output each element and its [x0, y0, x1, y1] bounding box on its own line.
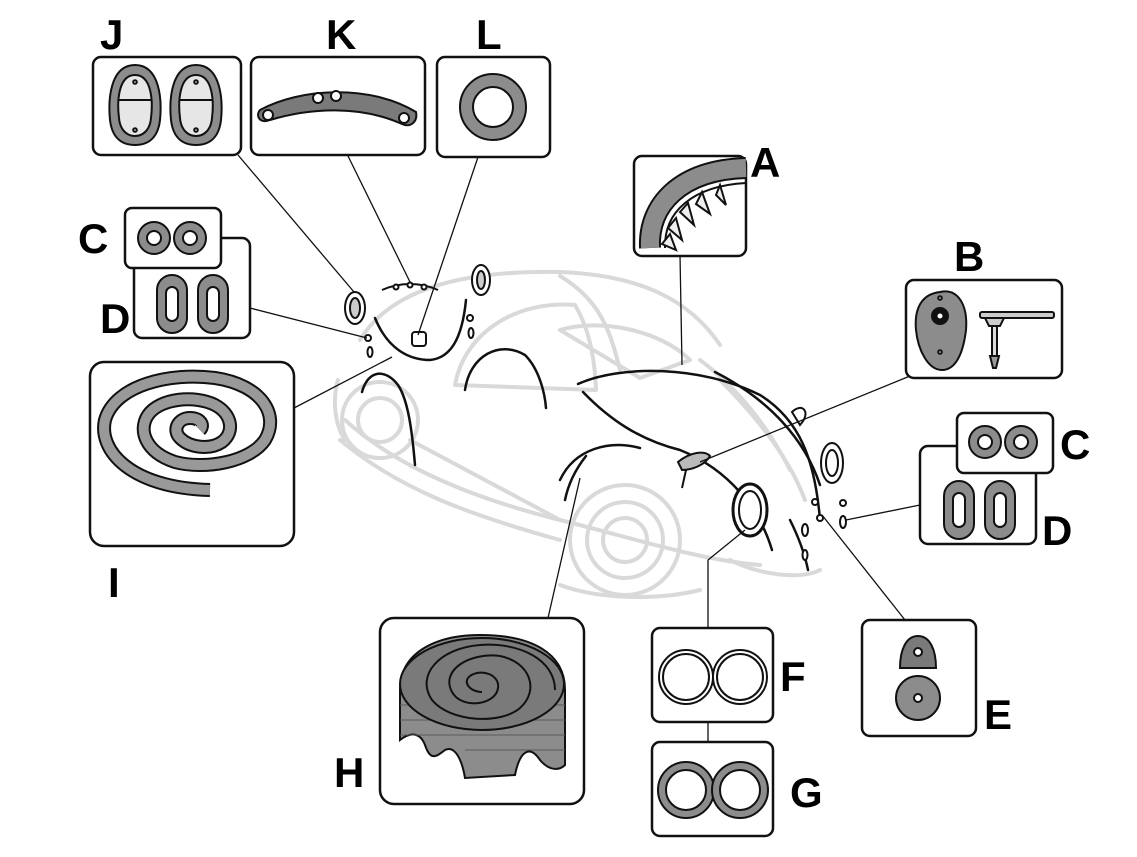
- label-a: A: [750, 139, 781, 186]
- on-car-parts: [344, 264, 847, 561]
- label-f: F: [780, 653, 806, 700]
- label-l: L: [476, 11, 502, 58]
- part-a-fender-bead: [638, 157, 747, 252]
- rear-left-fender-arch: [360, 372, 417, 467]
- part-i-rolled-strip: [97, 369, 277, 497]
- part-k-license-gasket: [257, 90, 418, 127]
- label-j: J: [100, 11, 124, 58]
- part-c-left-round-grommets: [137, 221, 207, 255]
- leader-lines: [237, 154, 921, 742]
- part-j-taillight-gaskets: [108, 63, 223, 147]
- part-b-mirror-gasket: [914, 290, 1055, 372]
- label-g: G: [790, 769, 823, 816]
- label-h: H: [334, 749, 365, 796]
- rear-apron: [373, 298, 468, 362]
- part-l-round-seal: [459, 73, 527, 141]
- car-illustration: [332, 269, 822, 599]
- part-d-right-oval-grommets: [943, 480, 1016, 540]
- mirror-on-car: [676, 451, 712, 472]
- part-h-rolled-tall-strip: [399, 633, 566, 780]
- label-i: I: [108, 559, 120, 606]
- front-fender-top: [576, 369, 822, 522]
- part-d-left-oval-grommets: [156, 274, 229, 334]
- label-d-right: D: [1042, 507, 1073, 554]
- hood-seam: [713, 370, 822, 487]
- part-g-thick-rings: [657, 761, 769, 819]
- box-i: [88, 360, 296, 548]
- front-fender-arch: [558, 443, 642, 482]
- part-e-seals: [895, 634, 941, 721]
- part-f-thin-rings: [658, 649, 768, 705]
- label-k: K: [326, 11, 357, 58]
- label-d-left: D: [100, 295, 131, 342]
- label-c-right: C: [1060, 421, 1091, 468]
- label-e: E: [984, 691, 1013, 738]
- label-b: B: [954, 233, 985, 280]
- rear-right-fender-arch: [463, 348, 548, 410]
- part-c-right-round-grommets: [968, 425, 1038, 459]
- label-c-left: C: [78, 215, 109, 262]
